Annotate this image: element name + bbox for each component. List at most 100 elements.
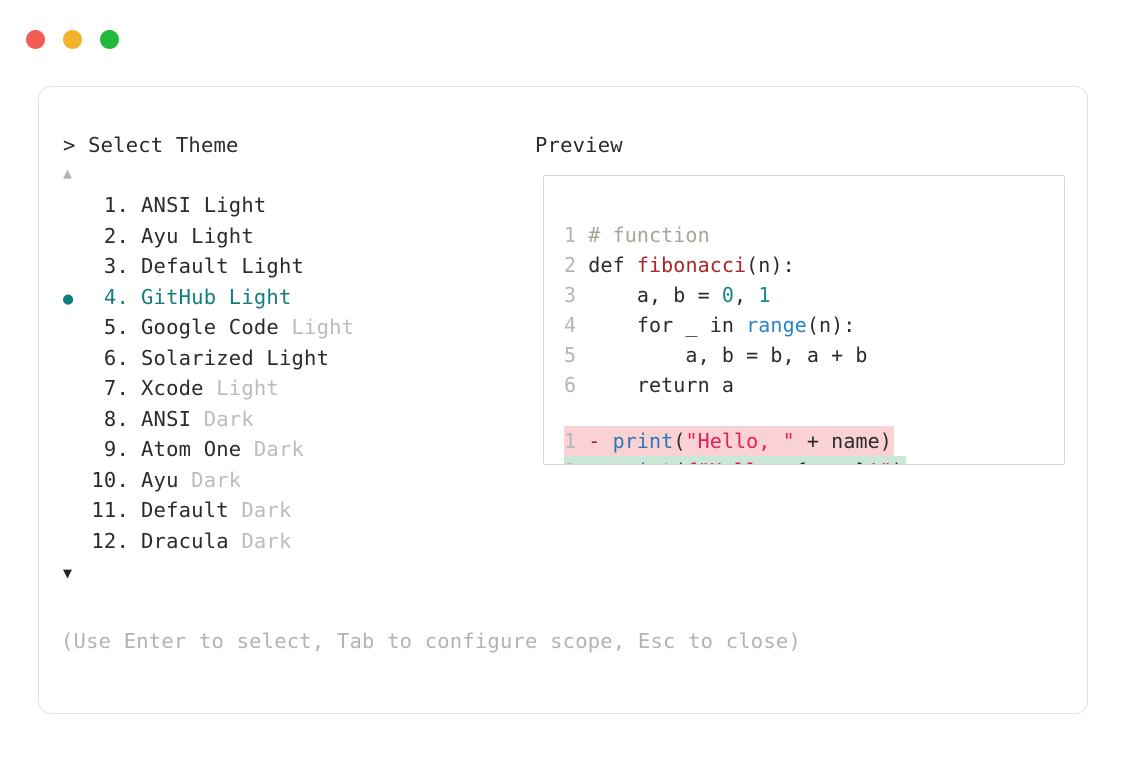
theme-item-variant-label: Light: [203, 376, 279, 400]
bullet-placeholder: [57, 502, 85, 522]
code-token: + name): [794, 429, 892, 453]
code-token: # function: [588, 223, 710, 247]
theme-list-item[interactable]: 7. Xcode Light: [57, 376, 517, 407]
theme-item-name: ANSI: [141, 193, 192, 217]
theme-item-number: 3.: [103, 254, 129, 278]
bullet-placeholder: [57, 228, 85, 248]
diff-minus-marker: -: [588, 429, 613, 453]
code-token: print: [612, 429, 674, 453]
code-token: range: [746, 313, 807, 337]
theme-list-item[interactable]: 12. Dracula Dark: [57, 529, 517, 560]
code-line-number: 4: [564, 313, 589, 337]
theme-item-variant-label: Dark: [228, 528, 292, 553]
theme-item-number: 11.: [91, 498, 129, 522]
theme-list-item[interactable]: 10. Ayu Dark: [57, 468, 517, 499]
selected-bullet-icon: ●: [63, 288, 74, 309]
theme-item-variant-label: Dark: [241, 437, 305, 461]
minimize-window-button[interactable]: [63, 30, 82, 49]
theme-item-number: 8.: [103, 406, 129, 431]
bullet-placeholder: [57, 319, 85, 339]
theme-item-variant-label: Light: [278, 315, 355, 339]
code-token: {name}: [795, 459, 868, 464]
theme-item-number: 5.: [103, 315, 129, 339]
diff-line-wrapper: 1 - print("Hello, " + name): [564, 426, 906, 456]
theme-list-item[interactable]: 1.ANSI Light: [57, 193, 517, 224]
theme-item-name: Xcode: [141, 376, 204, 400]
theme-item-name: Ayu: [141, 467, 179, 492]
diff-plus-marker: +: [588, 459, 612, 464]
theme-item-variant-label: Light: [216, 284, 292, 309]
code-line: 4 for _ in range(n):: [564, 310, 906, 340]
theme-item-name: Atom One: [141, 437, 242, 461]
close-window-button[interactable]: [26, 30, 45, 49]
theme-item-name: Dracula: [141, 528, 229, 553]
code-line-number: 5: [564, 343, 589, 367]
code-token: ): [892, 459, 904, 464]
theme-item-name: Solarized: [141, 345, 254, 370]
bullet-placeholder: [57, 533, 85, 553]
code-token: f"Hello,: [685, 459, 794, 464]
diff-added-line: 1 + print(f"Hello, {name}!"): [564, 456, 907, 464]
theme-item-variant-label: Light: [178, 223, 254, 248]
theme-list-item[interactable]: 6. Solarized Light: [57, 346, 517, 377]
code-spacer: [564, 400, 906, 426]
theme-item-variant-label: Light: [253, 345, 330, 370]
code-token: !": [868, 459, 892, 464]
theme-item-number: 1.: [103, 193, 129, 217]
preview-title: Preview: [535, 133, 623, 157]
code-line-number: 2: [564, 253, 589, 277]
bullet-placeholder: [57, 258, 85, 278]
theme-picker-panel: > Select Theme Preview ▲ 1.ANSI Light 2.…: [38, 86, 1088, 714]
theme-item-name: Ayu: [141, 223, 179, 248]
theme-item-number: 6.: [103, 345, 129, 370]
theme-item-number: 12.: [91, 528, 129, 553]
code-line-number: 1: [564, 223, 589, 247]
theme-list-item[interactable]: 11. Default Dark: [57, 498, 517, 529]
theme-item-variant-label: Dark: [178, 467, 242, 492]
code-token: print: [613, 459, 674, 464]
theme-item-variant-label: Dark: [228, 498, 292, 522]
bullet-placeholder: [57, 350, 85, 370]
theme-list: 1.ANSI Light 2.Ayu Light 3.Default Light…: [57, 193, 517, 559]
theme-item-number: 7.: [103, 376, 129, 400]
code-token: (: [673, 459, 685, 464]
code-token: ,: [734, 283, 759, 307]
bullet-placeholder: [57, 380, 85, 400]
theme-item-name: Default: [141, 498, 229, 522]
theme-item-variant-label: Dark: [191, 406, 254, 431]
diff-removed-line: 1 - print("Hello, " + name): [564, 426, 894, 456]
theme-item-number: 4.: [103, 284, 129, 309]
scroll-up-arrow-icon[interactable]: ▲: [63, 164, 73, 182]
theme-item-number: 10.: [91, 467, 129, 492]
theme-list-item[interactable]: ●4.GitHub Light: [57, 285, 517, 316]
code-token: return a: [588, 373, 734, 397]
code-line-number: 3: [564, 283, 589, 307]
theme-item-name: Google Code: [141, 315, 279, 339]
diff-line-number: 1: [564, 429, 589, 453]
theme-list-column: ▲ 1.ANSI Light 2.Ayu Light 3.Default Lig…: [57, 163, 517, 583]
diff-line-wrapper: 1 + print(f"Hello, {name}!"): [564, 456, 907, 464]
code-token: fibonacci: [636, 253, 747, 277]
theme-list-item[interactable]: 9.Atom One Dark: [57, 437, 517, 468]
bullet-placeholder: [57, 441, 85, 461]
theme-item-variant-label: Light: [228, 254, 305, 278]
theme-list-item[interactable]: 3.Default Light: [57, 254, 517, 285]
bullet-placeholder: [57, 472, 85, 492]
theme-item-name: ANSI: [141, 406, 192, 431]
code-line: 6 return a: [564, 370, 906, 400]
diff-line-number: 1: [564, 459, 588, 464]
theme-list-item[interactable]: 8. ANSI Dark: [57, 407, 517, 438]
code-line-number: 6: [564, 373, 589, 397]
theme-list-item[interactable]: 5. Google Code Light: [57, 315, 517, 346]
scroll-down-arrow-icon[interactable]: ▼: [63, 564, 73, 582]
window-traffic-lights: [26, 30, 119, 49]
maximize-window-button[interactable]: [100, 30, 119, 49]
theme-list-item[interactable]: 2. Ayu Light: [57, 224, 517, 255]
code-token: 1: [758, 283, 771, 307]
code-token: a, b = b, a + b: [588, 343, 868, 367]
code-token: "Hello, ": [685, 429, 795, 453]
code-token: (: [673, 429, 686, 453]
theme-item-number: 2.: [103, 223, 129, 248]
